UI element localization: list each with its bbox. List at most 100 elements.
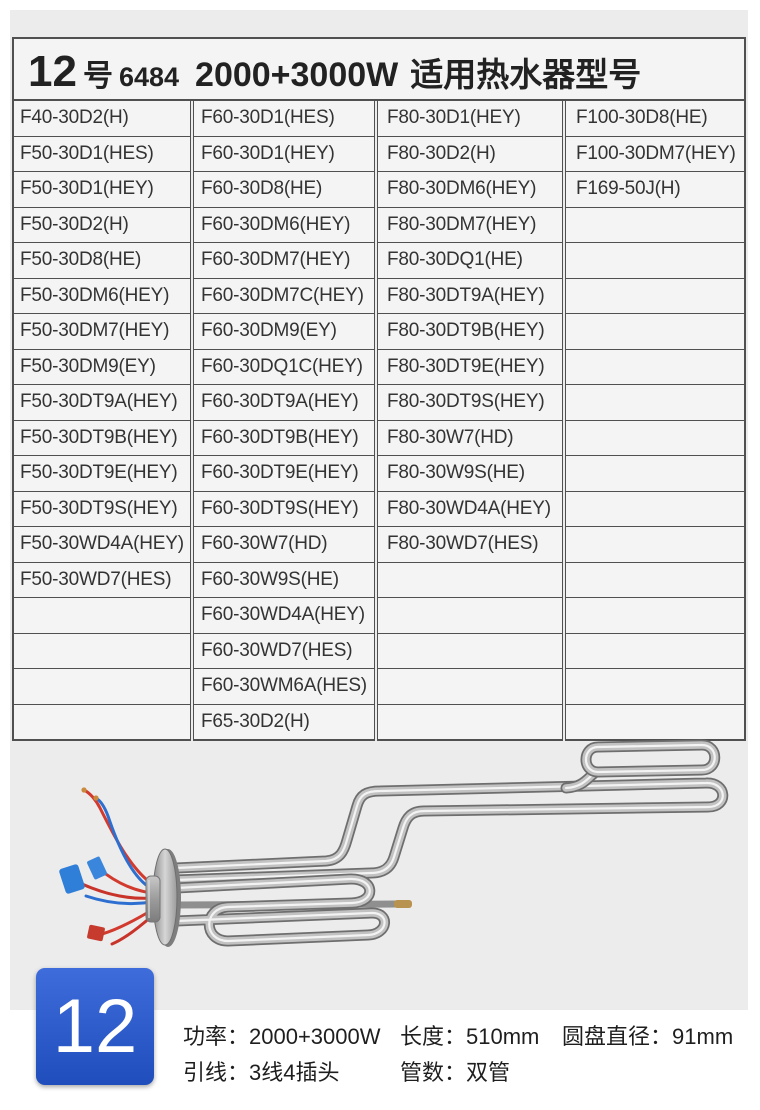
spec-tube-count-value: 双管	[466, 1060, 511, 1085]
model-cell: F60-30DM7C(HEY)	[194, 277, 374, 314]
model-cell: F65-30D2(H)	[194, 703, 374, 740]
title-number-suffix: 号	[82, 60, 113, 93]
model-cell: F60-30DM9(EY)	[194, 313, 374, 349]
spec-power: 功率：2000+3000W	[183, 1023, 381, 1051]
empty-cell	[566, 668, 744, 704]
model-cell: F50-30DT9B(HEY)	[14, 419, 190, 456]
model-cell: F80-30WD7(HES)	[378, 526, 562, 562]
title-model-code: 6484	[118, 62, 180, 92]
empty-cell	[14, 668, 190, 704]
empty-cell	[566, 526, 744, 562]
model-cell: F80-30WD4A(HEY)	[378, 490, 562, 527]
model-cell: F60-30DM6(HEY)	[194, 206, 374, 243]
model-cell: F60-30WD7(HES)	[194, 632, 374, 669]
empty-cell	[566, 313, 744, 349]
model-cell: F80-30DT9E(HEY)	[378, 348, 562, 385]
title-power: 2000+3000W	[195, 56, 399, 94]
spec-tube-count-label: 管数：	[400, 1060, 467, 1085]
model-column-3: F80-30D1(HEY)F80-30D2(H)F80-30DM6(HEY)F8…	[377, 101, 563, 741]
spec-disc-diameter-label: 圆盘直径：	[562, 1024, 673, 1049]
empty-cell	[566, 206, 744, 243]
spec-leads-label: 引线：	[183, 1060, 250, 1085]
model-cell: F80-30D1(HEY)	[387, 107, 521, 129]
empty-cell	[566, 277, 744, 314]
model-cell: F50-30DT9A(HEY)	[14, 384, 190, 420]
empty-cell	[566, 455, 744, 491]
model-cell: F60-30DT9A(HEY)	[194, 384, 374, 420]
empty-cell	[566, 632, 744, 669]
spec-length-value: 510mm	[466, 1024, 540, 1049]
terminal-boss	[145, 875, 161, 923]
empty-cell	[566, 419, 744, 456]
spec-length-label: 长度：	[400, 1024, 467, 1049]
model-cell: F80-30W7(HD)	[378, 419, 562, 456]
spec-length: 长度：510mm	[400, 1023, 539, 1051]
table-title-row: 12 号 6484 2000+3000W 适用热水器型号	[12, 37, 746, 101]
model-cell: F60-30DT9S(HEY)	[194, 490, 374, 527]
model-column-4: F100-30D8(HE) F100-30DM7(HEY)F169-50J(H)	[565, 101, 746, 741]
empty-cell	[378, 668, 562, 704]
model-cell: F60-30DM7(HEY)	[194, 242, 374, 278]
spec-tube-count: 管数：双管	[400, 1059, 510, 1087]
model-column-2: F60-30D1(HES)F60-30D1(HEY)F60-30D8(HE)F6…	[193, 101, 375, 741]
model-cell: F60-30D1(HES)	[201, 107, 335, 129]
badge-number: 12	[52, 983, 138, 1069]
title-label: 适用热水器型号	[410, 56, 642, 93]
empty-cell	[378, 597, 562, 633]
model-cell: F50-30D8(HE)	[14, 242, 190, 278]
model-cell: F50-30DT9E(HEY)	[14, 455, 190, 491]
spec-disc-diameter-value: 91mm	[672, 1024, 734, 1049]
model-cell: F50-30WD7(HES)	[14, 561, 190, 598]
spec-power-value: 2000+3000W	[249, 1024, 381, 1049]
model-cell: F169-50J(H)	[566, 171, 744, 207]
model-cell: F60-30W7(HD)	[194, 526, 374, 562]
model-cell: F80-30DT9B(HEY)	[378, 313, 562, 349]
empty-cell	[378, 632, 562, 669]
empty-cell	[566, 597, 744, 633]
empty-cell	[378, 703, 562, 740]
model-cell: F40-30D2(H)	[20, 107, 129, 129]
title-number: 12	[28, 47, 77, 96]
model-cell: F50-30WD4A(HEY)	[14, 526, 190, 562]
model-cell: F50-30D1(HEY)	[14, 171, 190, 207]
model-cell: F60-30D8(HE)	[194, 171, 374, 207]
model-cell: F50-30DM7(HEY)	[14, 313, 190, 349]
wire-connectors	[59, 856, 107, 942]
empty-cell	[378, 561, 562, 598]
model-cell: F50-30DT9S(HEY)	[14, 490, 190, 527]
model-cell: F100-30DM7(HEY)	[566, 135, 744, 172]
model-cell: F60-30WM6A(HES)	[194, 668, 374, 704]
spec-power-label: 功率：	[183, 1024, 250, 1049]
empty-cell	[14, 703, 190, 740]
model-cell: F50-30D2(H)	[14, 206, 190, 243]
model-cell: F60-30DT9B(HEY)	[194, 419, 374, 456]
model-cell: F60-30DT9E(HEY)	[194, 455, 374, 491]
model-cell: F80-30DT9A(HEY)	[378, 277, 562, 314]
model-cell: F50-30DM6(HEY)	[14, 277, 190, 314]
spec-leads-value: 3线4插头	[249, 1060, 340, 1085]
empty-cell	[566, 242, 744, 278]
model-cell: F100-30D8(HE)	[576, 107, 708, 129]
empty-cell	[566, 703, 744, 740]
empty-cell	[566, 348, 744, 385]
spec-leads: 引线：3线4插头	[183, 1059, 340, 1087]
spec-disc-diameter: 圆盘直径：91mm	[562, 1023, 733, 1051]
model-cell: F80-30DQ1(HE)	[378, 242, 562, 278]
flange-disc	[152, 848, 181, 947]
heating-tubes	[176, 745, 723, 941]
empty-cell	[566, 384, 744, 420]
model-cell: F80-30D2(H)	[378, 135, 562, 172]
model-cell: F80-30DM6(HEY)	[378, 171, 562, 207]
model-cell: F60-30D1(HEY)	[194, 135, 374, 172]
model-cell: F80-30DM7(HEY)	[378, 206, 562, 243]
empty-cell	[566, 490, 744, 527]
empty-cell	[14, 632, 190, 669]
model-cell: F50-30D1(HES)	[14, 135, 190, 172]
model-cell: F50-30DM9(EY)	[14, 348, 190, 385]
heating-element-image	[59, 735, 740, 947]
model-cell: F60-30DQ1C(HEY)	[194, 348, 374, 385]
empty-cell	[14, 597, 190, 633]
model-cell: F80-30DT9S(HEY)	[378, 384, 562, 420]
model-column-1: F40-30D2(H)F50-30D1(HES)F50-30D1(HEY)F50…	[12, 101, 191, 741]
